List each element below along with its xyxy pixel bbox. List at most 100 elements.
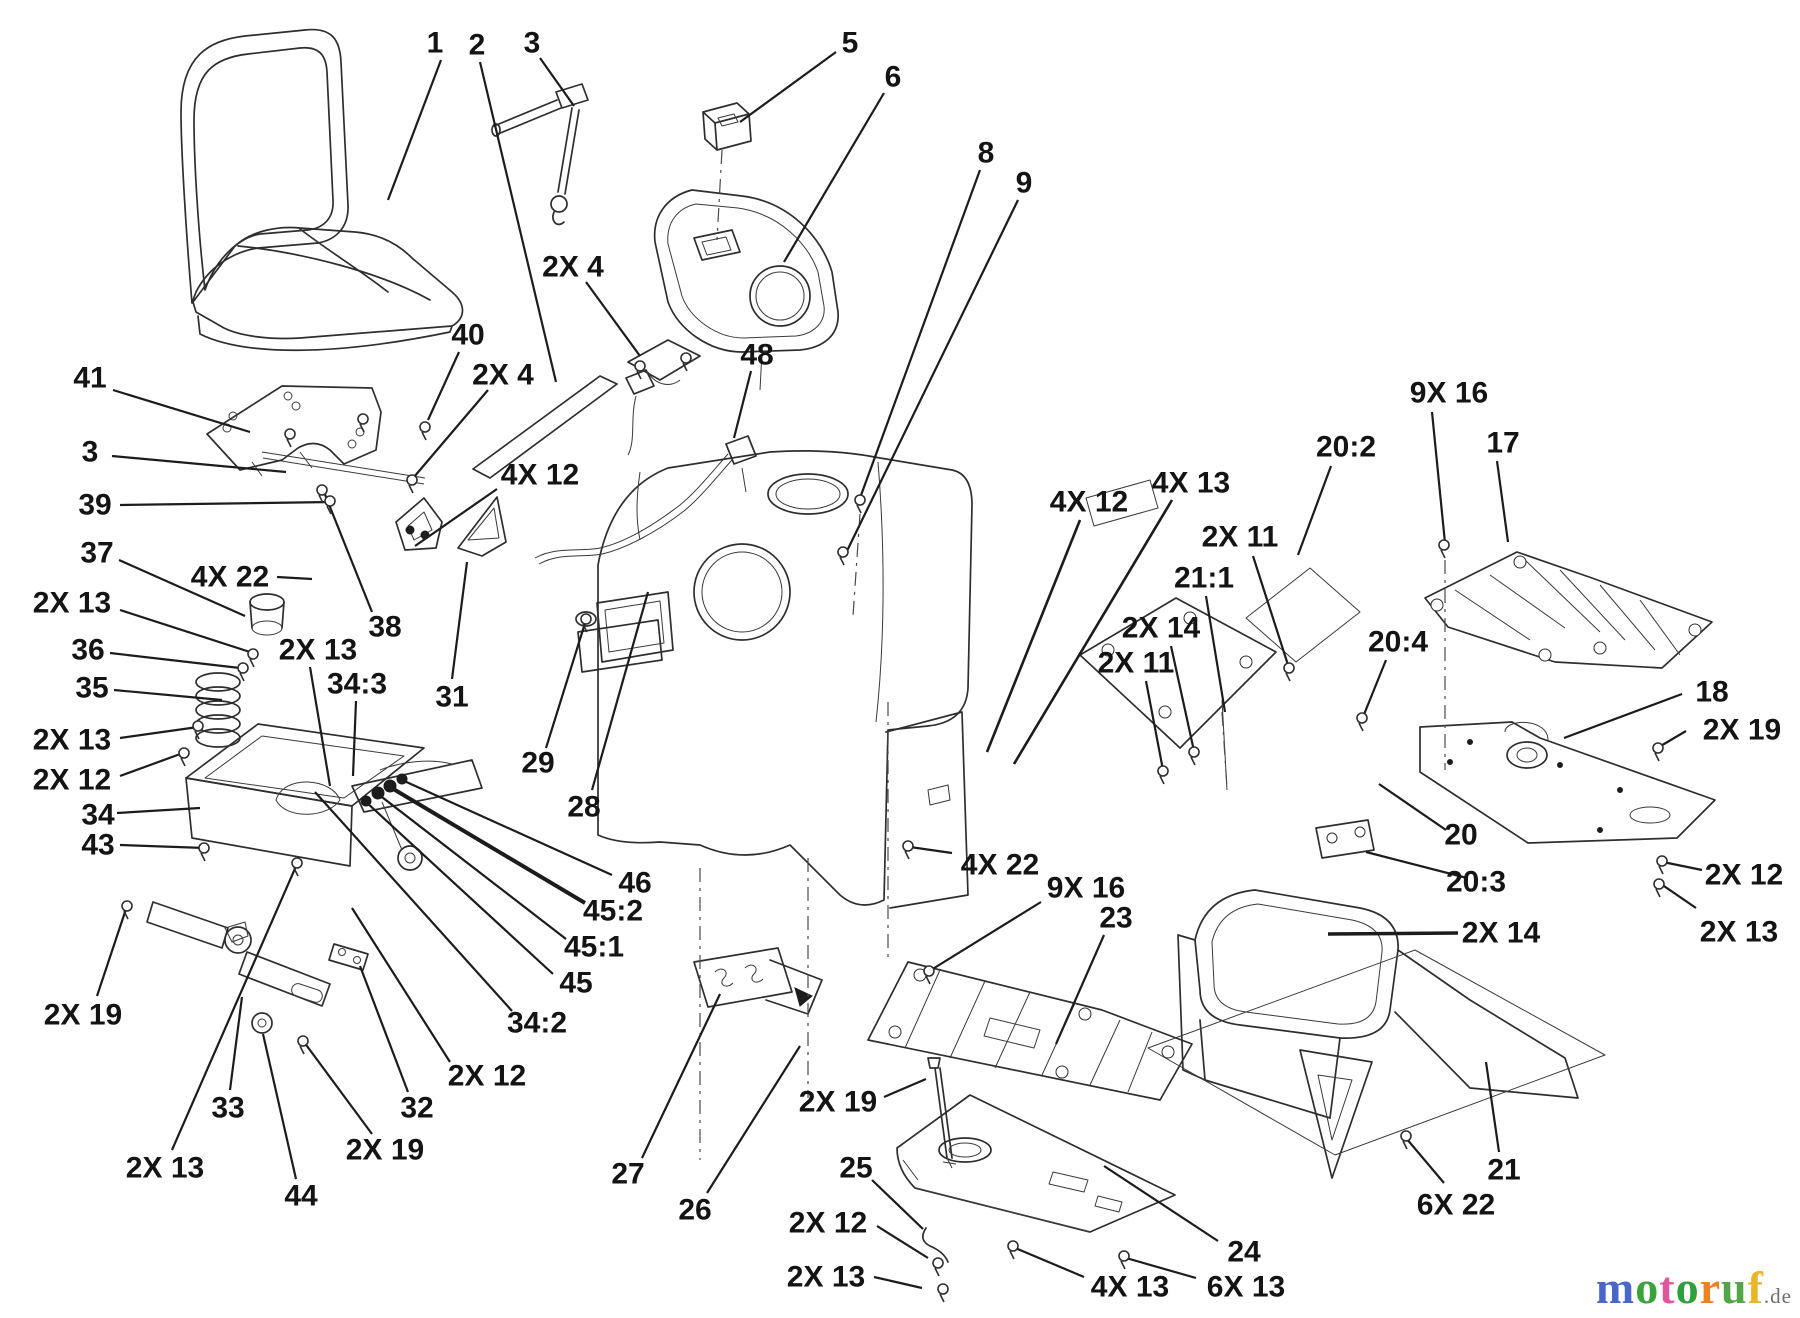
screw-icon (419, 421, 431, 441)
callout-label: 44 (284, 1180, 318, 1213)
callout-label: 20:2 (1316, 431, 1376, 464)
screw-icon (923, 965, 935, 985)
callout-label: 26 (678, 1194, 711, 1227)
alignment-lines (699, 149, 1446, 1160)
logo-letter: o (1635, 1262, 1660, 1313)
tread-plate-17-drawing (1424, 551, 1713, 669)
callout-label: 2X 12 (789, 1207, 867, 1240)
callout-label: 9 (1016, 167, 1033, 200)
leader-lines (95, 51, 1703, 1290)
screw-icon (324, 495, 336, 515)
logo-letter: f (1747, 1262, 1764, 1313)
ignition-switch-drawing (702, 102, 752, 151)
callout-label: 2X 13 (1700, 916, 1778, 949)
callout-label: 2X 13 (126, 1152, 204, 1185)
console-drawing (653, 189, 839, 391)
screw-icon (1188, 746, 1200, 766)
seat-support-box-drawing (185, 723, 483, 867)
seat-hinge-brackets-drawing (395, 496, 507, 557)
callout-label: 34 (81, 799, 115, 832)
callout-label: 41 (73, 362, 106, 395)
callout-label: 45 (559, 967, 592, 1000)
callout-label: 4X 12 (1050, 486, 1128, 519)
screw-icon (902, 840, 914, 860)
fender-body-drawing (577, 450, 973, 909)
callout-label: 2X 19 (1703, 714, 1781, 747)
pivot-rod-drawing (261, 451, 426, 485)
screw-icon (1438, 539, 1450, 559)
screw-icon (406, 474, 418, 494)
callout-label: 6X 22 (1417, 1189, 1495, 1222)
screw-icon (1157, 765, 1169, 785)
callout-label: 6 (885, 61, 902, 94)
callout-label: 2X 4 (472, 359, 534, 392)
callout-label: 9X 16 (1410, 377, 1488, 410)
callout-label: 18 (1695, 676, 1728, 709)
spring-drawing (195, 593, 285, 748)
lower-brackets-drawing (146, 801, 423, 1034)
callout-label: 1 (427, 27, 444, 60)
callout-label: 2X 14 (1122, 612, 1201, 645)
tread-plate-23-drawing (867, 961, 1193, 1101)
callout-label: 4X 22 (961, 849, 1039, 882)
screw-icon (284, 428, 296, 448)
callout-label: 2X 11 (1202, 521, 1279, 554)
seat-belt-drawing (491, 83, 589, 226)
callout-label: 2X 4 (542, 251, 604, 284)
callout-label: 5 (842, 27, 859, 60)
callout-label: 20 (1444, 819, 1477, 852)
callout-label: 27 (611, 1158, 644, 1191)
callout-label: 2X 12 (1705, 859, 1783, 892)
footrest-plate-24-drawing (896, 1057, 1176, 1263)
screw-icon (1356, 712, 1368, 732)
seat-drawing (180, 28, 464, 352)
callout-label: 39 (78, 489, 111, 522)
screw-icon (1400, 1130, 1412, 1150)
callout-label: 2X 12 (448, 1060, 526, 1093)
callout-label: 2X 13 (33, 587, 111, 620)
screw-icon (634, 360, 646, 380)
callout-label: 2X 13 (33, 724, 111, 757)
fastener-glyphs (121, 352, 1668, 1303)
callout-label: 20:4 (1368, 626, 1428, 659)
motoruf-logo[interactable]: motoruf.de (1596, 1261, 1792, 1314)
mount-plate-20-drawing (1079, 479, 1375, 859)
callout-label: 35 (75, 672, 108, 705)
screw-icon (1656, 855, 1668, 875)
callout-label: 2X 13 (279, 634, 357, 667)
callout-label: 2X 12 (33, 764, 111, 797)
screw-icon (1283, 662, 1295, 682)
screw-icon (237, 662, 249, 682)
callout-label: 29 (521, 747, 554, 780)
logo-letter: u (1721, 1262, 1748, 1313)
callout-label: 36 (71, 634, 104, 667)
callout-label: 40 (451, 319, 484, 352)
screw-icon (937, 1283, 949, 1303)
callout-label: 28 (567, 791, 600, 824)
screw-icon (178, 747, 190, 767)
callout-label: 2X 11 (1098, 647, 1175, 680)
callout-label: 2X 19 (799, 1086, 877, 1119)
screw-icon (854, 494, 866, 514)
callout-label: 37 (80, 537, 113, 570)
callout-label: 43 (81, 829, 114, 862)
callout-label: 3 (524, 27, 541, 60)
callout-label: 31 (435, 681, 468, 714)
fuel-console-drawing (1177, 889, 1579, 1179)
wire-harness-drawing (534, 369, 757, 627)
latch-plate-drawing (693, 947, 823, 1015)
callout-label: 8 (978, 137, 995, 170)
callout-label: 4X 13 (1091, 1271, 1169, 1304)
callout-label: 2 (469, 29, 486, 62)
callout-label: 6X 13 (1207, 1271, 1285, 1304)
logo-letter: t (1659, 1262, 1676, 1313)
screw-icon (291, 857, 303, 877)
callout-label: 24 (1227, 1236, 1261, 1269)
callout-label: 23 (1099, 902, 1132, 935)
screw-icon (297, 1035, 309, 1055)
screw-icon (1118, 1250, 1130, 1270)
screw-icon (357, 413, 369, 433)
callout-label: 4X 13 (1152, 467, 1230, 500)
